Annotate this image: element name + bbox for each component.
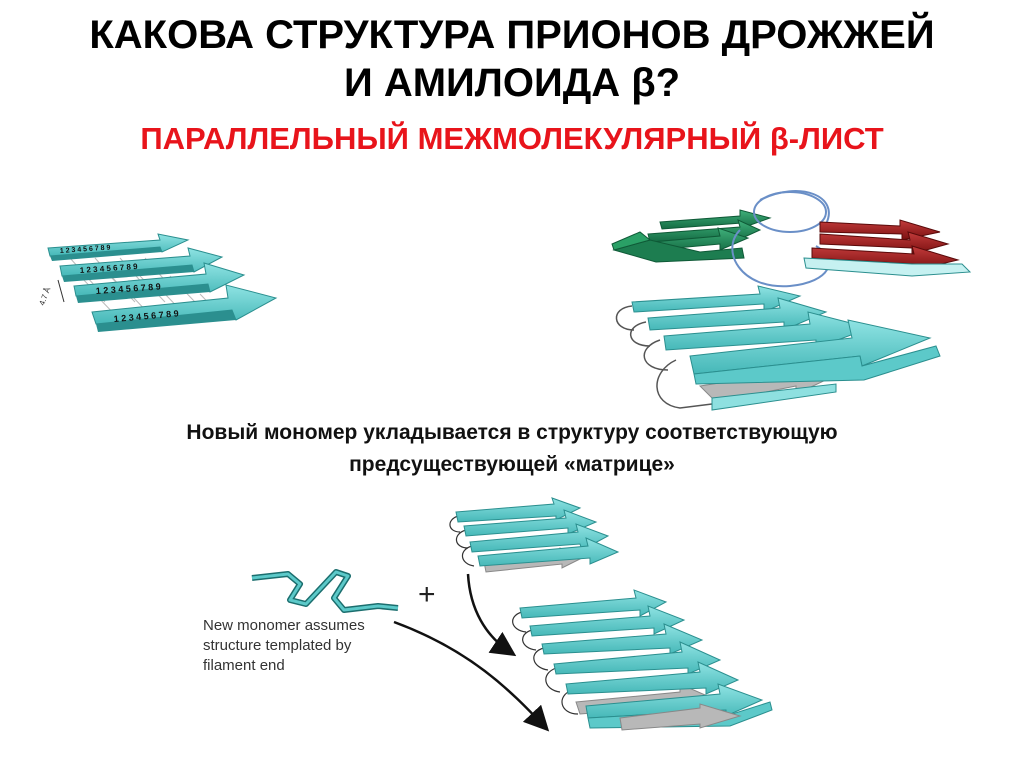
subtitle: ПАРАЛЛЕЛЬНЫЙ МЕЖМОЛЕКУЛЯРНЫЙ β-ЛИСТ	[140, 121, 884, 156]
arrow-to-filament-end	[393, 620, 550, 732]
green-strands	[611, 209, 772, 263]
annotation: New monomer assumes structure templated …	[203, 617, 365, 674]
plus-sign: +	[418, 578, 436, 611]
annotation-line-3: filament end	[203, 657, 285, 674]
beta-strand-2: 1 2 3 4 5 6 7 8 9	[59, 247, 224, 282]
right-middle-stacked-sheet	[615, 285, 941, 411]
strand-2-numbers: 1 2 3 4 5 6 7 8 9	[80, 262, 139, 275]
beta-strand-4: 1 2 3 4 5 6 7 8 9	[91, 284, 278, 332]
title-line-2: И АМИЛОИДА β?	[343, 61, 681, 105]
caption: Новый мономер укладывается в структуру с…	[0, 417, 1024, 481]
template-stack-small	[449, 497, 620, 573]
right-top-green-red-sheet	[611, 190, 972, 288]
caption-line-2: предсуществующей «матрице»	[349, 453, 675, 476]
annotation-line-2: structure templated by	[203, 637, 352, 654]
title-line-1: КАКОВА СТРУКТУРА ПРИОНОВ ДРОЖЖЕЙ	[89, 13, 935, 57]
red-strands	[803, 219, 972, 277]
left-beta-sheet: 1 2 3 4 5 6 7 8 9 1 2 3 4 5 6 7 8 9 1 2 …	[37, 233, 278, 332]
spacing-indicator: 4.7 Å	[37, 279, 65, 307]
spacing-label: 4.7 Å	[37, 285, 52, 306]
arrow-to-template	[466, 573, 517, 657]
monomer-squiggle	[251, 569, 399, 613]
beta-strand-3: 1 2 3 4 5 6 7 8 9	[73, 262, 246, 303]
bottom-templating-diagram: + New monomer assumes structure template…	[203, 497, 773, 732]
caption-line-1: Новый мономер укладывается в структуру с…	[186, 421, 838, 444]
strand-1-numbers: 1 2 3 4 5 6 7 8 9	[60, 244, 111, 255]
middle-loops	[615, 305, 713, 409]
strand-3-numbers: 1 2 3 4 5 6 7 8 9	[95, 281, 161, 296]
beta-strand-1: 1 2 3 4 5 6 7 8 9	[47, 233, 190, 261]
annotation-line-1: New monomer assumes	[203, 617, 365, 634]
filament-stack-large	[512, 589, 773, 731]
